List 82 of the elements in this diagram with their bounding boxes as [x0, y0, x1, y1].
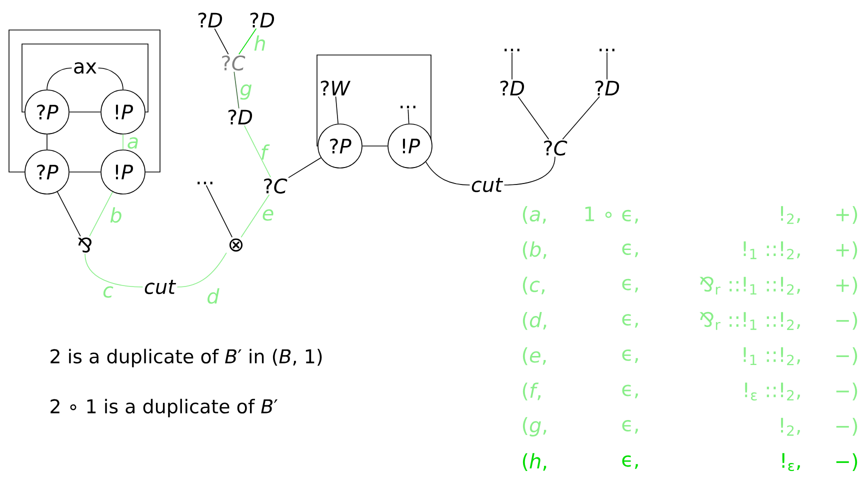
- table-cell-text: ϵ,: [622, 349, 638, 363]
- ellipsis: ...: [400, 106, 416, 108]
- link-line: [122, 134, 124, 150]
- table-cell-text: (g,: [522, 417, 546, 436]
- link-line: [335, 96, 338, 124]
- formula-label: ?D: [500, 80, 524, 96]
- edge-label: d: [208, 288, 220, 304]
- table-cell-text: !$_{ε}$ ::!$_{2}$,: [745, 382, 800, 400]
- cut-label: cut: [472, 178, 504, 192]
- table-cell-text: (c,: [522, 276, 544, 294]
- table-cell-text: −): [836, 347, 858, 366]
- cut-label: cut: [144, 280, 176, 294]
- edge-label: f: [262, 144, 270, 160]
- formula-label: ?D: [228, 110, 252, 124]
- formula-label: ?D: [250, 12, 274, 28]
- table-cell-text: −): [836, 453, 858, 471]
- table-cell-text: !$_{2}$,: [781, 206, 800, 224]
- link-line: [46, 68, 72, 90]
- statement-text: 2 ∘ 1 is a duplicate of B′: [50, 398, 278, 418]
- table-cell-text: −): [836, 382, 858, 400]
- table-cell-text: +): [836, 276, 858, 294]
- formula-label: ?C: [544, 140, 568, 156]
- link-line: [240, 194, 270, 238]
- tensor-symbol: ⊗: [229, 238, 243, 252]
- table-cell-text: !$_{2}$,: [781, 418, 800, 436]
- table-cell-text: ϵ,: [622, 455, 638, 469]
- link-line: [89, 191, 114, 237]
- link-line: [562, 96, 600, 140]
- ellipsis: ...: [198, 182, 212, 184]
- link-line: [206, 185, 233, 238]
- edge-label: b: [110, 207, 122, 223]
- table-cell-text: !$_{ε}$,: [782, 453, 800, 472]
- link-line: [234, 71, 240, 109]
- link-line: [408, 109, 410, 124]
- table-cell-text: ϵ,: [622, 278, 638, 292]
- link-line: [214, 28, 229, 55]
- link-line: [518, 96, 550, 140]
- formula-label: ?W: [320, 80, 351, 96]
- table-cell-text: (d,: [522, 312, 546, 330]
- link-line: [244, 125, 271, 178]
- table-cell-text: !$_{1}$ ::!$_{2}$,: [744, 241, 800, 260]
- statement-text: 2 is a duplicate of B′ in (B, 1): [50, 348, 322, 368]
- table-cell-text: ϵ,: [622, 384, 638, 398]
- link-line: [84, 253, 144, 288]
- link-line: [606, 52, 608, 80]
- link-line: [46, 134, 48, 150]
- table-cell-text: −): [836, 418, 858, 436]
- link-line: [504, 156, 556, 186]
- link-line: [98, 68, 124, 90]
- link-line: [56, 191, 81, 237]
- edge-label: h: [254, 35, 265, 51]
- edge-label: a: [128, 137, 138, 149]
- formula-label: ?D: [595, 80, 620, 96]
- link-line: [425, 161, 470, 186]
- table-cell-text: ϵ,: [622, 420, 638, 434]
- edge-label: e: [262, 209, 274, 221]
- ellipsis: ...: [600, 48, 614, 52]
- table-cell-text: (a,: [522, 206, 546, 224]
- parr-symbol: ⅋: [78, 237, 92, 253]
- table-cell-text: !$_{1}$ ::!$_{2}$,: [744, 347, 800, 366]
- table-cell-text: −): [836, 312, 858, 330]
- table-cell-text: (f,: [522, 382, 540, 400]
- link-line: [176, 252, 227, 288]
- edge-label: c: [103, 286, 114, 298]
- formula-label: ?C: [222, 55, 246, 71]
- link-line: [238, 28, 257, 55]
- table-cell-text: (b,: [522, 241, 546, 260]
- table-cell-text: (h,: [522, 453, 546, 472]
- ellipsis: ...: [504, 48, 520, 52]
- formula-label: ?D: [198, 12, 222, 28]
- edge-label: g: [240, 84, 252, 100]
- formula-label: ?C: [264, 178, 288, 194]
- table-cell-text: ϵ,: [622, 244, 638, 258]
- table-cell-text: ⅋$_{r}$ ::!$_{1}$ ::!$_{2}$,: [700, 312, 800, 330]
- table-cell-text: 1 ∘ ϵ,: [585, 206, 638, 224]
- link-line: [288, 157, 322, 178]
- table-cell-text: (e,: [522, 347, 546, 366]
- axiom-label: ax: [74, 62, 96, 74]
- table-cell-text: +): [836, 206, 858, 224]
- table-cell-text: ⅋$_{r}$ ::!$_{1}$ ::!$_{2}$,: [700, 276, 800, 295]
- table-cell-text: +): [836, 241, 858, 260]
- table-cell-text: ϵ,: [622, 314, 638, 328]
